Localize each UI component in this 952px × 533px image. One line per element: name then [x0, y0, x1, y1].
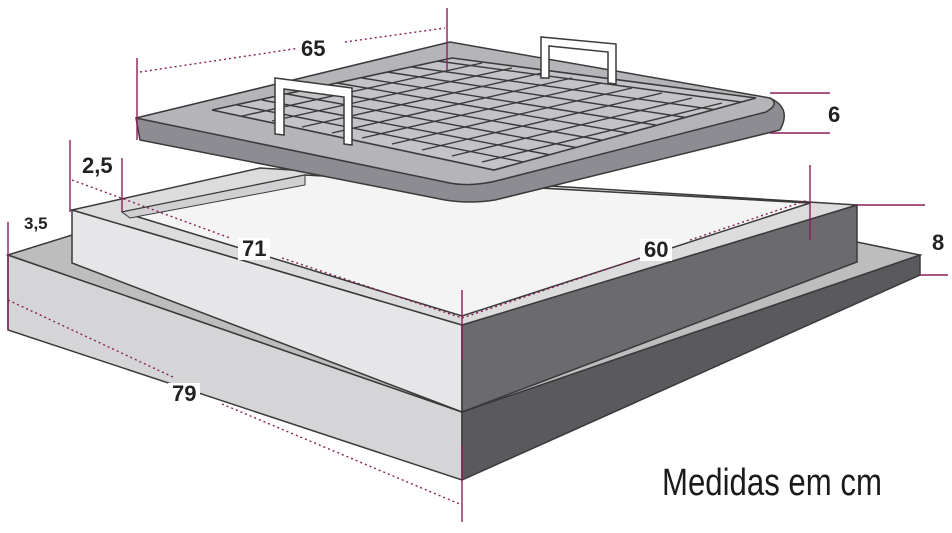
cover [135, 36, 785, 203]
dim-opening-right: 60 [640, 239, 673, 261]
dim-cover-height: 6 [824, 104, 845, 126]
dim-base-lip: 3,5 [20, 215, 52, 232]
cover-grid-border [211, 57, 757, 171]
dim-frame-height: 8 [928, 232, 949, 254]
dim-opening-left: 71 [238, 238, 271, 260]
dim-cover-width: 65 [297, 38, 330, 60]
cover-handle-left [274, 77, 353, 146]
dim-frame-lip: 2,5 [78, 155, 117, 177]
frame [69, 167, 858, 414]
cover-handle-right [540, 36, 617, 85]
dim-base-length: 79 [168, 383, 201, 405]
measurement-caption: Medidas em cm [662, 462, 882, 504]
frame-opening-inner-wall [120, 174, 306, 219]
dimension-lines [7, 8, 948, 522]
